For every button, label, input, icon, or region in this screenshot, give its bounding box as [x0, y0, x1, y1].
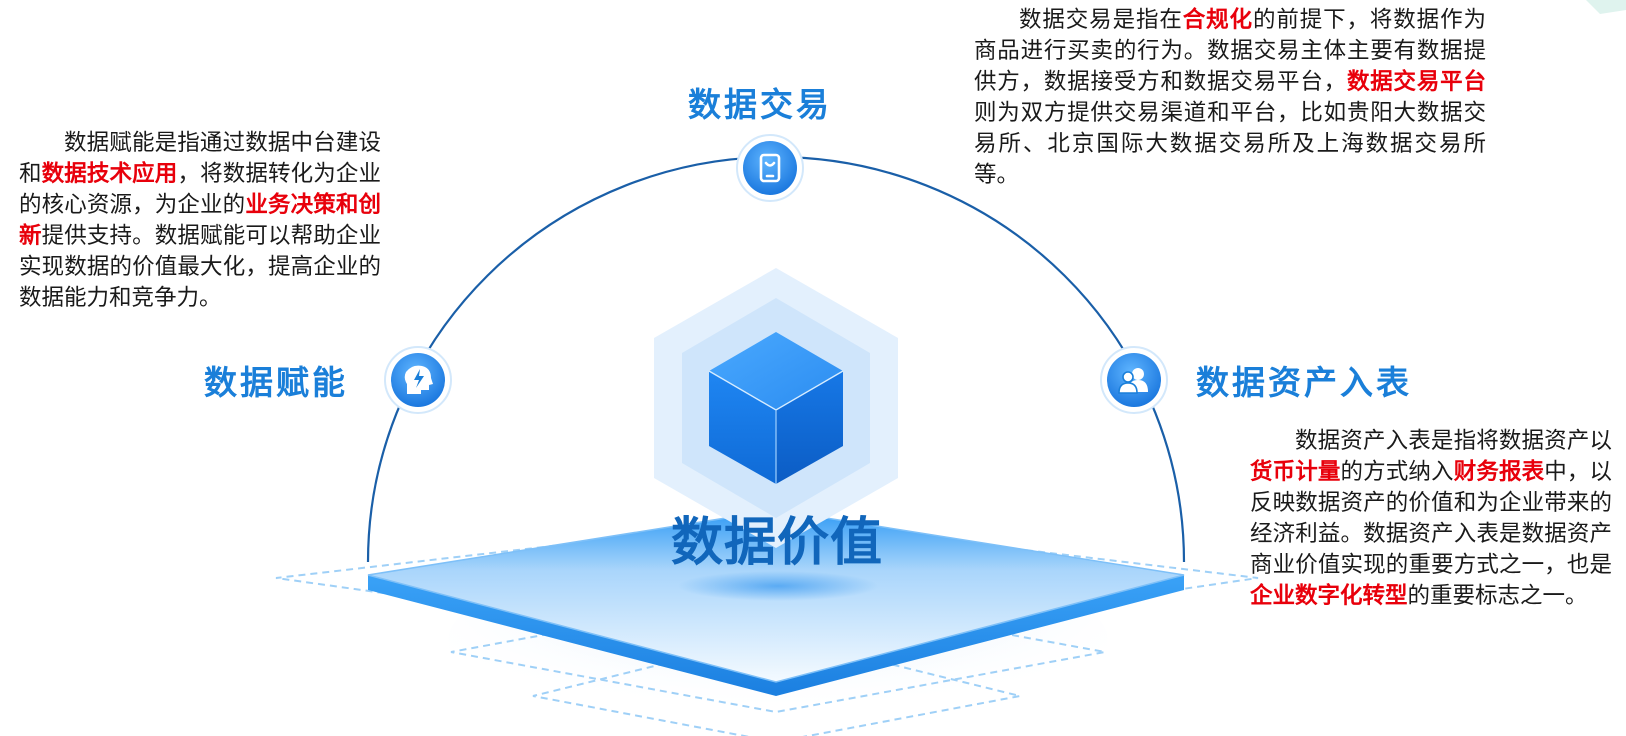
title-shadow — [678, 571, 878, 601]
body-text: 提供支持。数据赋能可以帮助企业实现数据的价值最大化，提高企业的数据能力和竞争力。 — [19, 223, 381, 311]
body-text: 数据赋能是指通过数据中台建设和 — [19, 130, 381, 187]
cube-icon — [708, 332, 844, 484]
node-title-jiaoyi: 数据交易 — [688, 85, 832, 124]
shopping-bag-icon — [759, 153, 781, 183]
node-jiaoyi-circle — [736, 134, 804, 202]
body-text: 的前提下，将数据作为商品进行买卖的行为。数据交易主体主要有数据提供方，数据接受方… — [974, 7, 1486, 95]
body-text: ，将数据转化为企业的核心资源，为企业的 — [19, 161, 381, 218]
users-icon — [1118, 368, 1148, 394]
center-title: 数据价值 — [671, 513, 884, 573]
corner-decoration — [1586, 0, 1626, 14]
highlight-text: 合规化 — [1182, 7, 1253, 33]
body-text: 则为双方提供交易渠道和平台，比如贵阳大数据交易所、北京国际大数据交易所及上海数据… — [974, 100, 1486, 188]
body-text: 数据交易是指在 — [1019, 7, 1183, 33]
lightning-head-icon — [404, 365, 433, 394]
description-fuzhi: 数据赋能是指通过数据中台建设和数据技术应用，将数据转化为企业的核心资源，为企业的… — [19, 128, 381, 314]
body-text: 中，以反映数据资产的价值和为企业带来的经济利益。数据资产入表是数据资产商业价值实… — [1250, 459, 1612, 578]
node-fuzhi-circle — [384, 346, 452, 414]
node-title-fuzhi: 数据赋能 — [204, 363, 348, 402]
body-text: 数据资产入表是指将数据资产以 — [1295, 428, 1612, 454]
highlight-text: 数据交易平台 — [1346, 69, 1486, 95]
highlight-text: 企业数字化转型 — [1250, 583, 1408, 609]
highlight-text: 财务报表 — [1453, 459, 1545, 485]
node-title-ruibiao: 数据资产入表 — [1196, 363, 1412, 402]
highlight-text: 货币计量 — [1250, 459, 1341, 485]
highlight-text: 数据技术应用 — [41, 161, 178, 187]
description-jiaoyi: 数据交易是指在合规化的前提下，将数据作为商品进行买卖的行为。数据交易主体主要有数… — [974, 5, 1486, 191]
description-ruibiao: 数据资产入表是指将数据资产以货币计量的方式纳入财务报表中，以反映数据资产的价值和… — [1250, 426, 1612, 612]
node-ruibiao-circle — [1100, 346, 1168, 414]
body-text: 的方式纳入 — [1340, 459, 1454, 485]
highlight-text: 业务决策和创新 — [19, 192, 381, 249]
body-text: 的重要标志之一。 — [1407, 583, 1588, 609]
